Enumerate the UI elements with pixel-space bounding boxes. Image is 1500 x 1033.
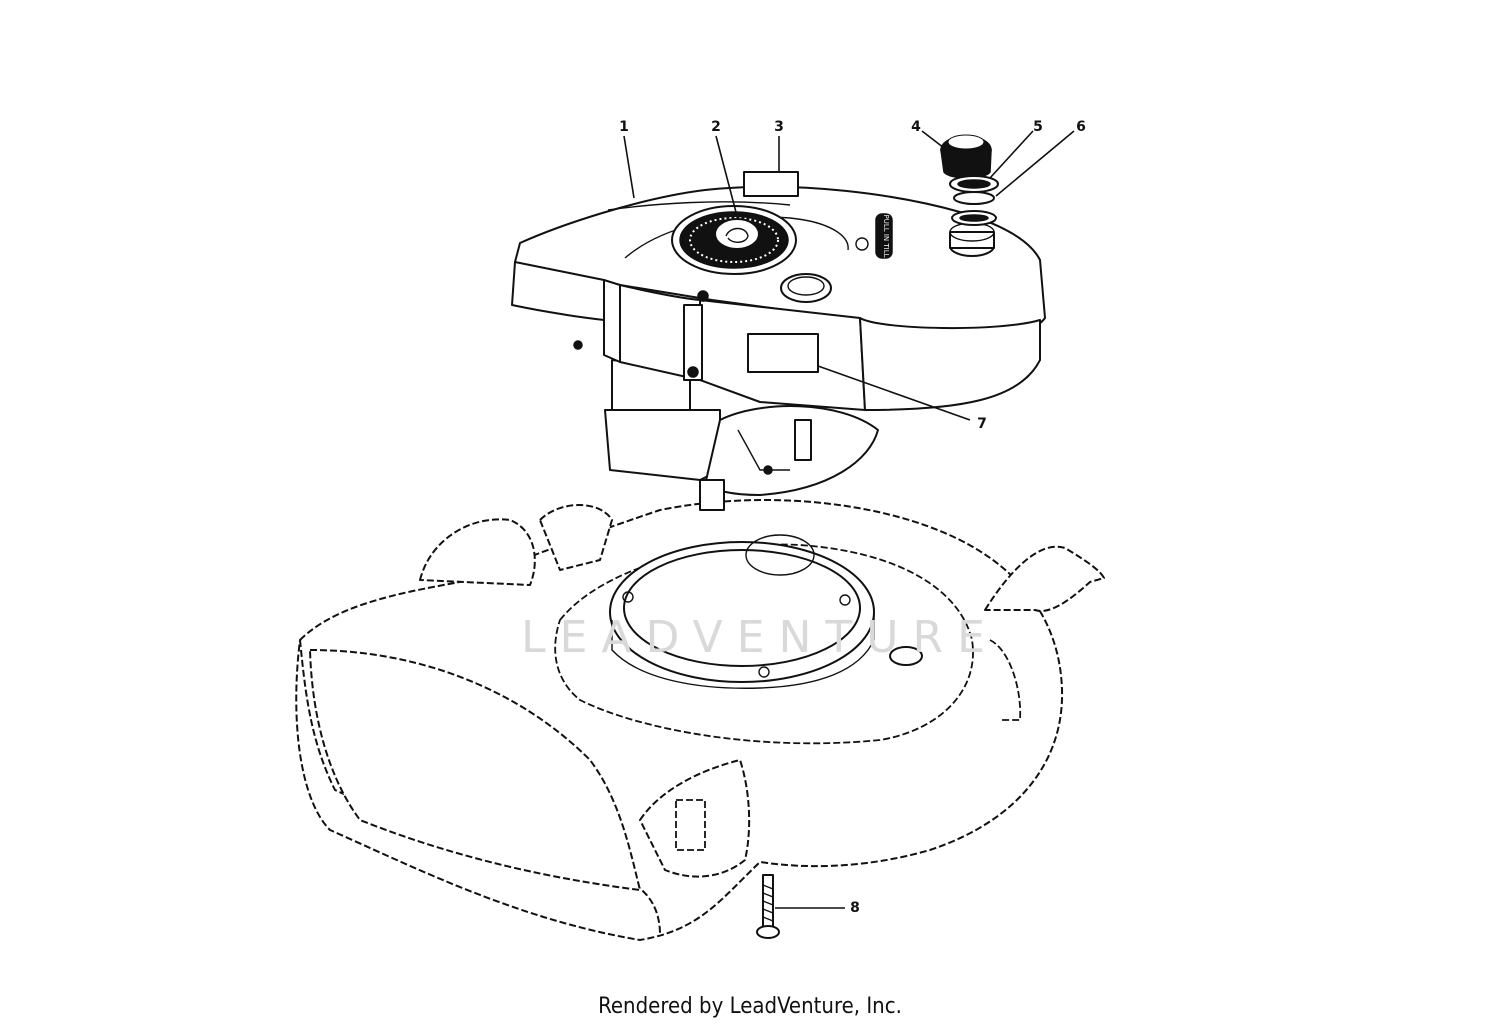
callout-5: 5 — [1033, 119, 1043, 135]
callout-7: 7 — [977, 416, 987, 432]
fuel-cap-stack — [940, 134, 999, 226]
callout-2: 2 — [711, 119, 721, 135]
watermark: LEADVENTURE — [521, 612, 999, 663]
footer-credit: Rendered by LeadVenture, Inc. — [598, 994, 902, 1019]
engine-shroud: PULL IN TILL — [511, 171, 1046, 411]
callout-8: 8 — [850, 900, 860, 916]
callout-6: 6 — [1076, 119, 1086, 135]
mower-deck — [295, 499, 1105, 941]
pull-decal: PULL IN TILL — [875, 213, 893, 259]
leader-lines — [623, 130, 1075, 909]
engine-lower-block — [604, 359, 879, 511]
callout-3: 3 — [774, 119, 784, 135]
callout-1: 1 — [619, 119, 629, 135]
callout-labels: 1 2 3 4 5 6 7 8 — [619, 119, 1086, 916]
pull-decal-text: PULL IN TILL — [882, 214, 890, 257]
callout-4: 4 — [911, 119, 921, 135]
deck-bolt — [756, 874, 780, 939]
